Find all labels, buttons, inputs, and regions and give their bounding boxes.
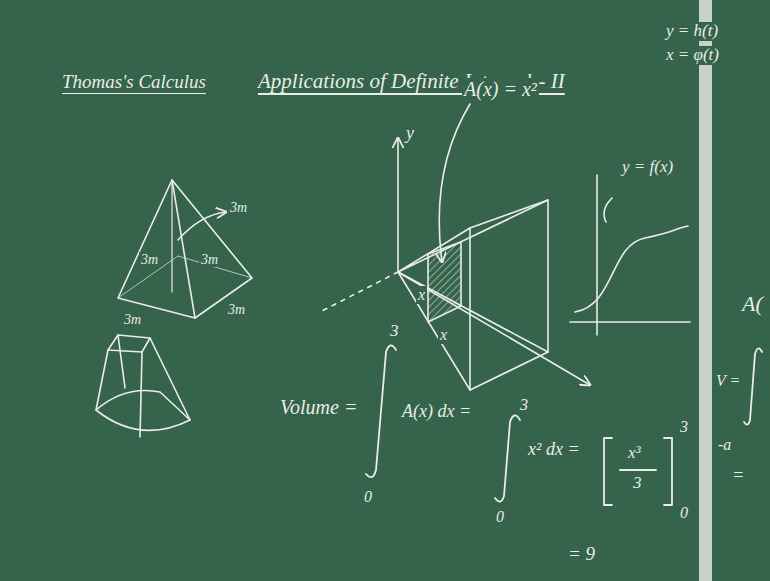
leader-arrow: [178, 212, 226, 240]
pyramid-edge: [398, 200, 548, 390]
function-label: y = f(x): [620, 158, 675, 177]
integral-sign: [744, 348, 762, 424]
cross-section: [428, 242, 461, 322]
book-title: Thomas's Calculus: [60, 72, 208, 93]
pyramid-base: [470, 200, 548, 390]
volume-label: Volume =: [278, 396, 359, 418]
dimension: 3m: [139, 252, 160, 267]
dimension: 3m: [226, 302, 247, 317]
function-graph: [570, 175, 690, 335]
dimension: 3m: [228, 200, 249, 215]
integral-signs: [366, 345, 762, 505]
axis-label: y: [404, 124, 416, 144]
frustum-sketch: [96, 335, 190, 437]
integral-limit: 3: [678, 418, 690, 436]
integrand: A(x) dx =: [400, 402, 473, 422]
pyramid-edge: [172, 180, 195, 318]
fraction-denominator: 3: [631, 474, 644, 493]
frustum-edge: [96, 335, 190, 437]
solid-sketch: [320, 104, 590, 390]
result: = 9: [566, 544, 597, 565]
y-axis: [397, 138, 399, 272]
integral-sign: [366, 345, 396, 477]
dimension: 3m: [122, 312, 143, 327]
bracket: [664, 438, 672, 505]
integral-limit: 0: [678, 504, 690, 522]
z-axis: [320, 272, 398, 312]
pyramid-sketch: [118, 180, 252, 318]
fraction-numerator: x³: [626, 444, 643, 463]
fraction-bar: [620, 469, 656, 471]
integral-sign: [495, 415, 520, 501]
bracket: [604, 438, 612, 505]
graph-mark: [604, 198, 612, 222]
frustum-base: [96, 390, 190, 430]
pyramid-edge: [118, 180, 252, 318]
x-axis: [398, 272, 590, 385]
integral-limit: 0: [494, 508, 506, 526]
integral-limit: 3: [518, 396, 530, 414]
frustum-top: [108, 335, 150, 352]
partial-formula: V =: [714, 372, 742, 390]
axis-label: x: [416, 286, 427, 304]
partial-formula: =: [730, 466, 746, 486]
equation: x = φ(t): [664, 46, 721, 65]
equation: y = h(t): [664, 22, 720, 41]
integral-limit: 0: [362, 488, 374, 506]
graph-axis: [570, 321, 690, 323]
pyramid-altitude: [171, 180, 172, 292]
axis-label: x: [438, 326, 449, 344]
integrand: x² dx =: [526, 440, 582, 460]
integral-limit: 3: [388, 322, 401, 341]
graph-curve: [575, 226, 688, 312]
right-board: [712, 0, 770, 581]
partial-formula: -a: [716, 436, 733, 454]
graph-axis: [596, 175, 598, 335]
dimension: 3m: [199, 252, 220, 267]
partial-formula: A(: [740, 292, 765, 316]
leader-arrow: [439, 104, 470, 262]
area-formula: A(x) = x²: [462, 78, 539, 100]
board-frame: [699, 0, 712, 581]
